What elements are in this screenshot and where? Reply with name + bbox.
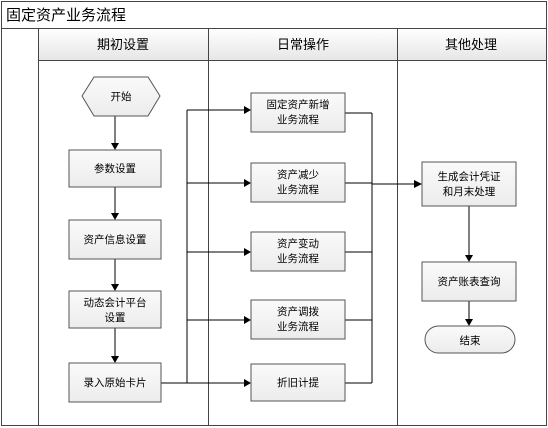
node-dynamic-accounting: 动态会计平台 设置 — [68, 290, 162, 329]
node-params: 参数设置 — [68, 149, 162, 188]
arrowhead — [244, 179, 251, 187]
node-voucher-line1: 生成会计凭证 — [438, 170, 501, 183]
node-depreciation: 折旧计提 — [250, 363, 346, 402]
node-params-label: 参数设置 — [94, 162, 136, 175]
node-original-cards: 录入原始卡片 — [68, 362, 162, 403]
arrowhead — [111, 284, 119, 291]
node-asset-reduce-line1: 资产减少 — [277, 168, 319, 181]
node-original-cards-label: 录入原始卡片 — [84, 376, 147, 389]
node-start-label: 开始 — [111, 90, 132, 103]
arrowhead — [111, 143, 119, 150]
node-depreciation-label: 折旧计提 — [277, 376, 319, 389]
node-asset-info: 资产信息设置 — [68, 219, 162, 260]
node-end-label: 结束 — [460, 334, 481, 347]
lane-label-other: 其他处理 — [445, 38, 497, 53]
node-asset-info-label: 资产信息设置 — [84, 233, 147, 246]
node-asset-transfer: 资产调拨 业务流程 — [250, 299, 346, 340]
node-asset-reduce: 资产减少 业务流程 — [250, 162, 346, 203]
node-asset-add-line2: 业务流程 — [277, 113, 319, 126]
node-asset-reduce-line2: 业务流程 — [277, 183, 319, 196]
lane-label-setup: 期初设置 — [97, 38, 149, 53]
end-shape — [424, 325, 516, 354]
node-asset-change: 资产变动 业务流程 — [250, 231, 346, 272]
arrowhead — [244, 106, 251, 114]
node-dynamic-accounting-line1: 动态会计平台 — [84, 296, 147, 309]
nodes: 开始 参数设置 资产信息设置 动态会计平台 设置 录入原始卡片 固定资产新增 业… — [68, 76, 517, 403]
arrowhead — [111, 356, 119, 363]
arrowhead — [465, 319, 473, 326]
arrowhead — [244, 248, 251, 256]
start-shape — [81, 76, 161, 117]
arrowhead — [244, 379, 251, 387]
node-asset-change-line2: 业务流程 — [277, 252, 319, 265]
node-dynamic-accounting-line2: 设置 — [105, 312, 126, 324]
lane-label-daily: 日常操作 — [277, 37, 329, 53]
arrowhead — [244, 316, 251, 324]
node-asset-transfer-line2: 业务流程 — [277, 320, 319, 333]
node-report-query: 资产账表查询 — [421, 261, 517, 302]
node-end: 结束 — [424, 325, 516, 354]
node-voucher: 生成会计凭证 和月末处理 — [421, 161, 517, 207]
node-voucher-line2: 和月末处理 — [443, 185, 496, 198]
diagram-title: 固定资产业务流程 — [6, 6, 126, 24]
node-report-query-label: 资产账表查询 — [438, 275, 501, 288]
node-start: 开始 — [81, 76, 161, 117]
node-asset-change-line1: 资产变动 — [277, 237, 319, 250]
node-asset-transfer-line1: 资产调拨 — [277, 305, 319, 318]
edges — [111, 106, 473, 387]
lane-header-band — [38, 28, 547, 61]
node-asset-add: 固定资产新增 业务流程 — [250, 92, 346, 133]
node-asset-add-line1: 固定资产新增 — [267, 98, 330, 111]
arrowhead — [414, 180, 422, 188]
arrowhead — [111, 213, 119, 220]
arrowhead — [465, 255, 473, 262]
